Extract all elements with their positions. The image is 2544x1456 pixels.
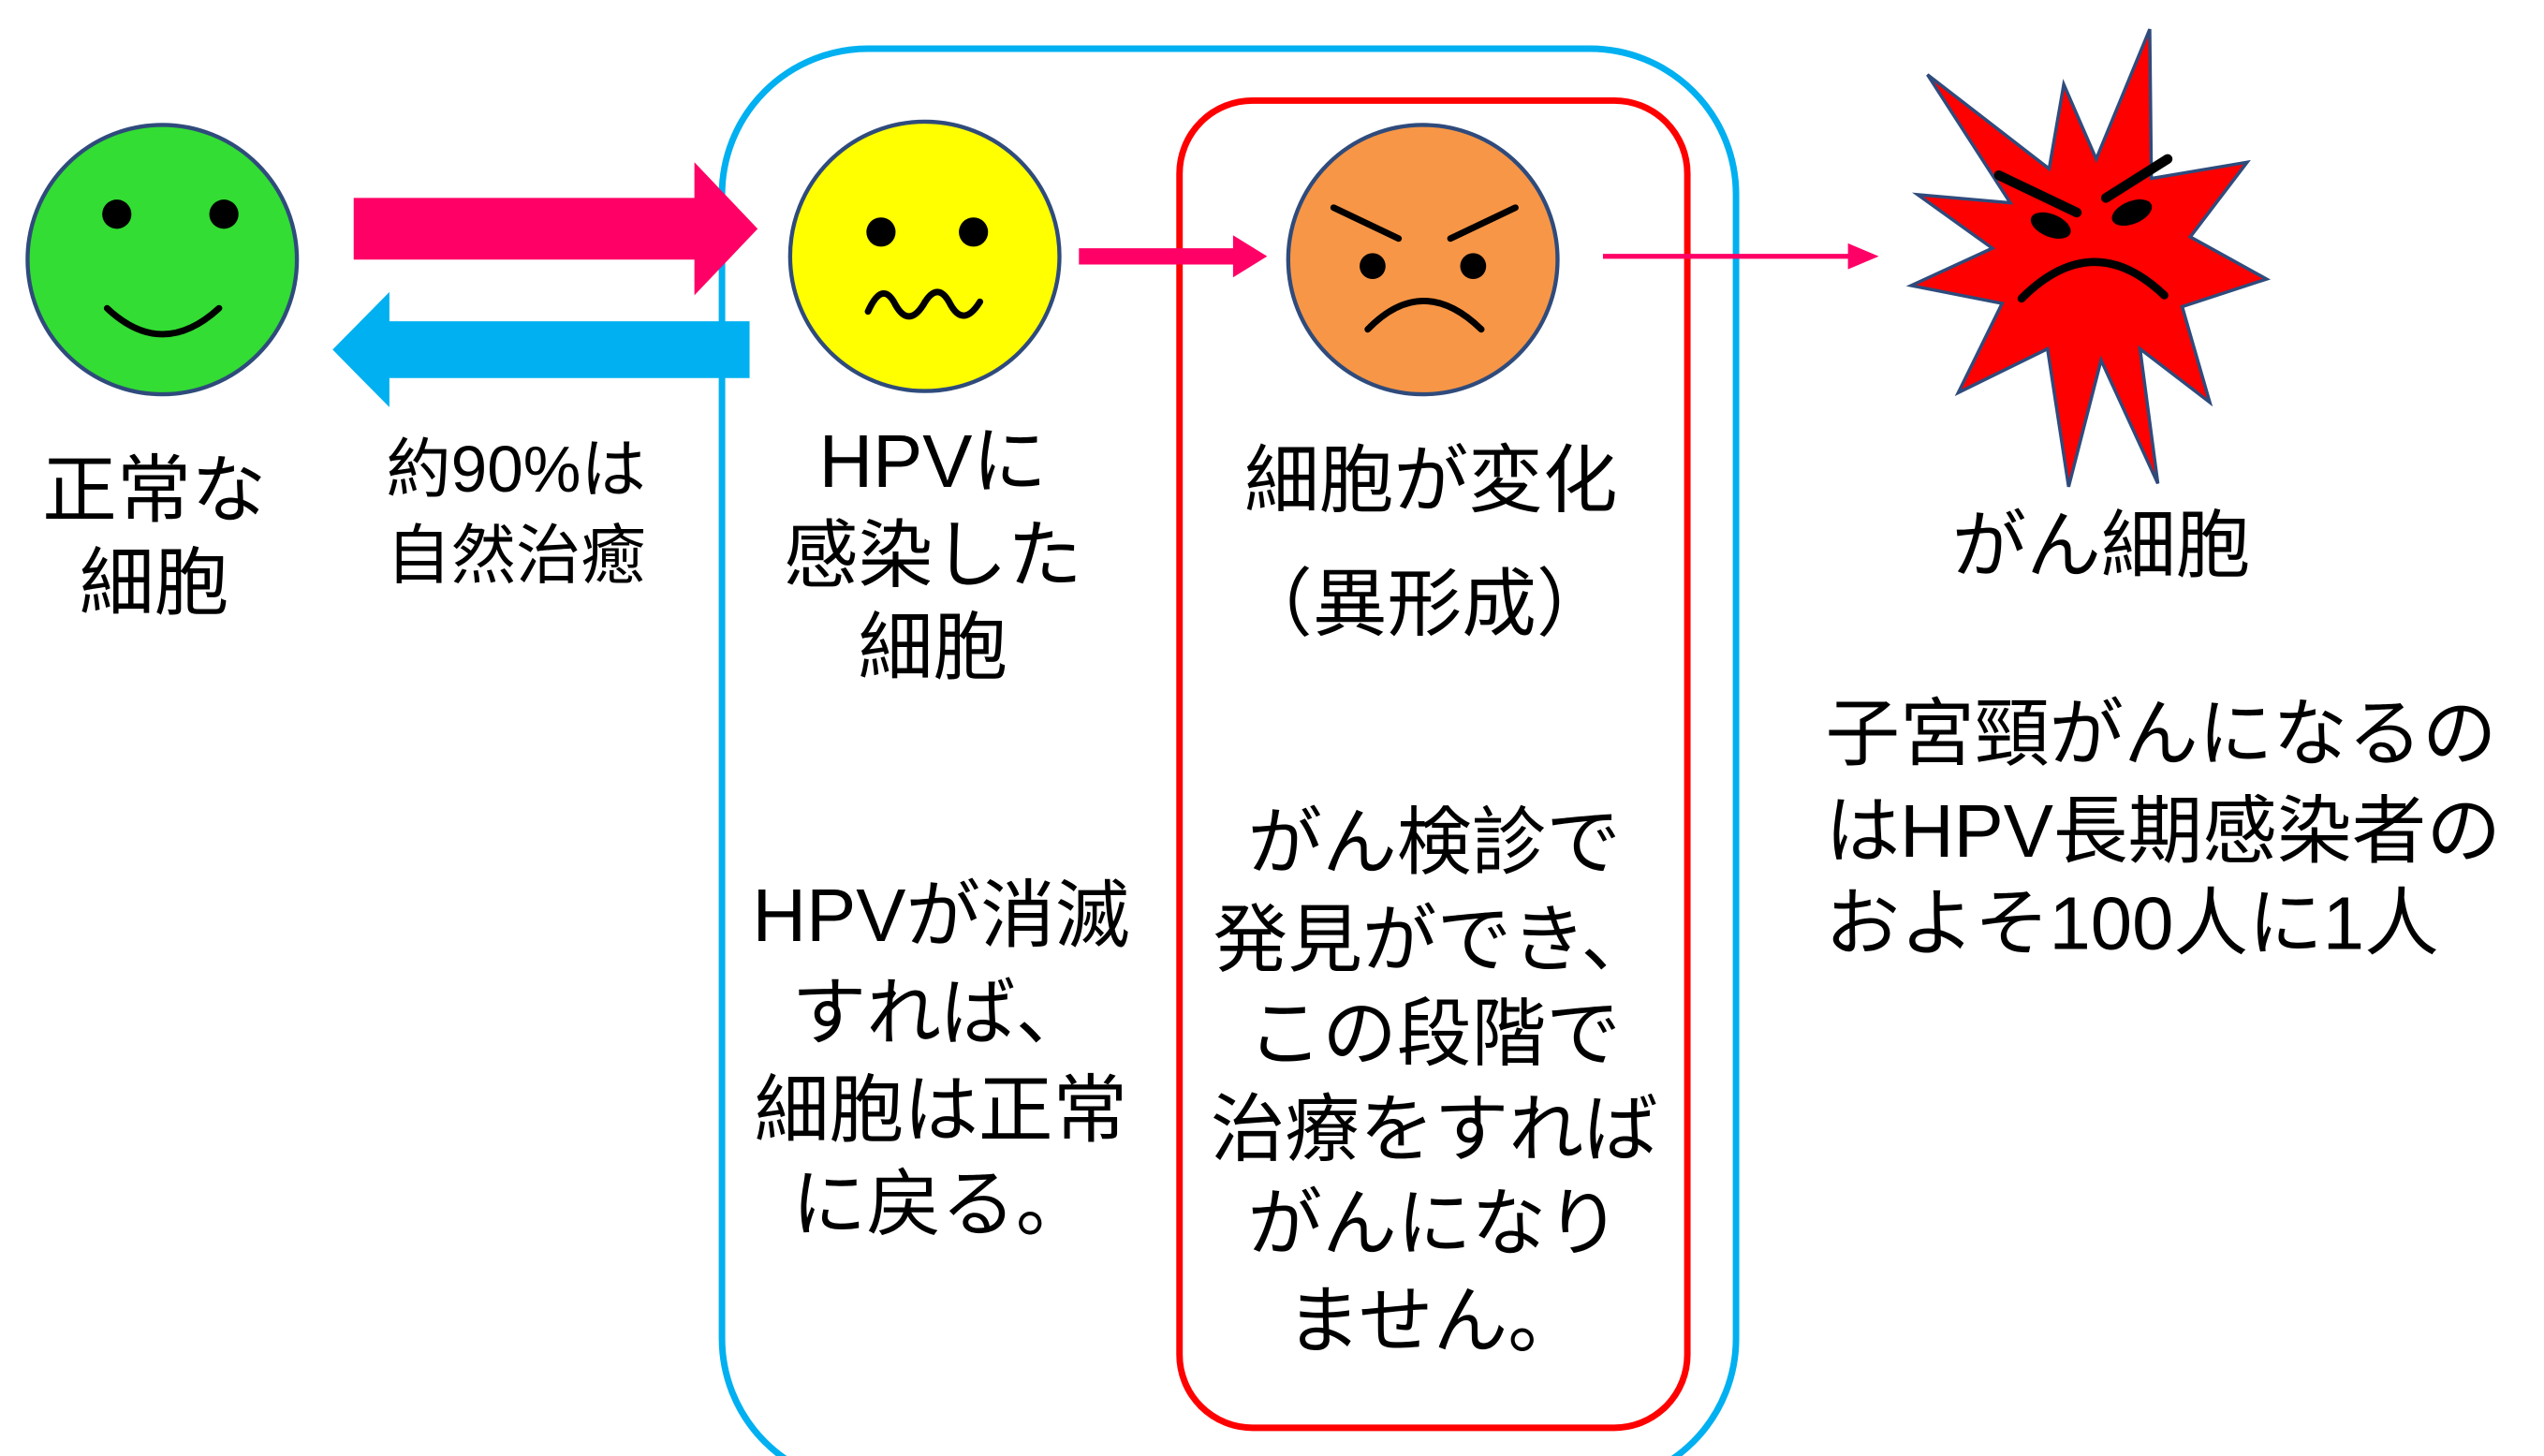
right-eye [2111, 199, 2153, 227]
cancer-cell-label: がん細胞 [1952, 504, 2251, 587]
note-line: すれば、 [792, 971, 1091, 1054]
normal-cell-face [25, 123, 300, 397]
infected-cell-label: HPVに 感染した 細胞 [784, 419, 1082, 689]
right-eye [1460, 253, 1487, 280]
label-line: がん細胞 [1952, 504, 2251, 587]
label-line: 細胞 [80, 541, 228, 625]
note-line: がん検診で [1248, 801, 1621, 884]
right-eyebrow [2100, 154, 2173, 203]
left-eyebrow [1330, 204, 1403, 243]
right-eye [959, 217, 989, 247]
note-line: HPVが消滅 [753, 874, 1130, 957]
recovery-arrow [332, 291, 750, 407]
frown-mouth [2017, 257, 2169, 303]
dysplasia-cell-note: がん検診で 発見ができ、 この段階で 治療をすれば がんになり ません。 [1211, 801, 1658, 1362]
arrow-head [1847, 243, 1879, 270]
note-line: 治療をすれば [1211, 1088, 1658, 1171]
wavy-mouth [864, 288, 984, 320]
left-eye [1360, 253, 1386, 280]
infected-cell-face [787, 119, 1062, 393]
uneasy-face-icon [787, 119, 1062, 393]
right-eye [209, 199, 239, 229]
label-line: 細胞 [859, 606, 1007, 689]
note-line: 発見ができ、 [1213, 898, 1656, 981]
label-line: 正常な [42, 449, 266, 532]
left-eyebrow [1993, 169, 2082, 218]
left-eye [102, 199, 132, 229]
note-line: およそ100人に1人 [1825, 882, 2438, 965]
label-line: 細胞が変化 [1244, 439, 1617, 522]
label-line: 感染した [784, 513, 1082, 596]
infection-arrow [353, 162, 758, 296]
dysplasia-cell-face [1286, 123, 1560, 397]
note-line: ません。 [1287, 1279, 1582, 1362]
smiling-face-icon [25, 123, 300, 397]
note-line: この段階で [1248, 993, 1621, 1076]
progression-arrow-1 [1079, 235, 1268, 278]
angry-face-icon [1286, 123, 1560, 397]
dysplasia-cell-label: 細胞が変化 （異形成） [1238, 439, 1617, 646]
label-line: 自然治癒 [386, 519, 645, 592]
note-line: 細胞は正常 [755, 1068, 1127, 1152]
progression-arrow-2 [1602, 243, 1879, 270]
cancer-cell-note: 子宮頸がんになるの はHPV長期感染者の およそ100人に1人 [1825, 692, 2501, 965]
normal-cell-label: 正常な 細胞 [42, 449, 266, 625]
note-line: がんになり [1248, 1182, 1621, 1265]
left-eye [866, 217, 896, 247]
smile-mouth [103, 304, 223, 338]
left-eye [2030, 212, 2071, 239]
note-line: に戻る。 [792, 1162, 1091, 1245]
infected-stage-frame [718, 45, 1740, 1456]
note-line: 子宮頸がんになるの [1825, 692, 2496, 775]
right-eyebrow [1447, 204, 1519, 243]
label-line: （異形成） [1238, 562, 1610, 645]
angry-starburst-icon [1905, 28, 2272, 488]
label-line: HPVに [819, 419, 1048, 503]
label-line: 約90%は [386, 433, 645, 506]
dysplasia-stage-frame [1176, 96, 1691, 1432]
infected-cell-note: HPVが消滅 すれば、 細胞は正常 に戻る。 [753, 874, 1130, 1245]
note-line: はHPV長期感染者の [1825, 789, 2501, 873]
frown-mouth [1364, 298, 1485, 333]
recovery-label: 約90%は 自然治癒 [386, 433, 645, 592]
